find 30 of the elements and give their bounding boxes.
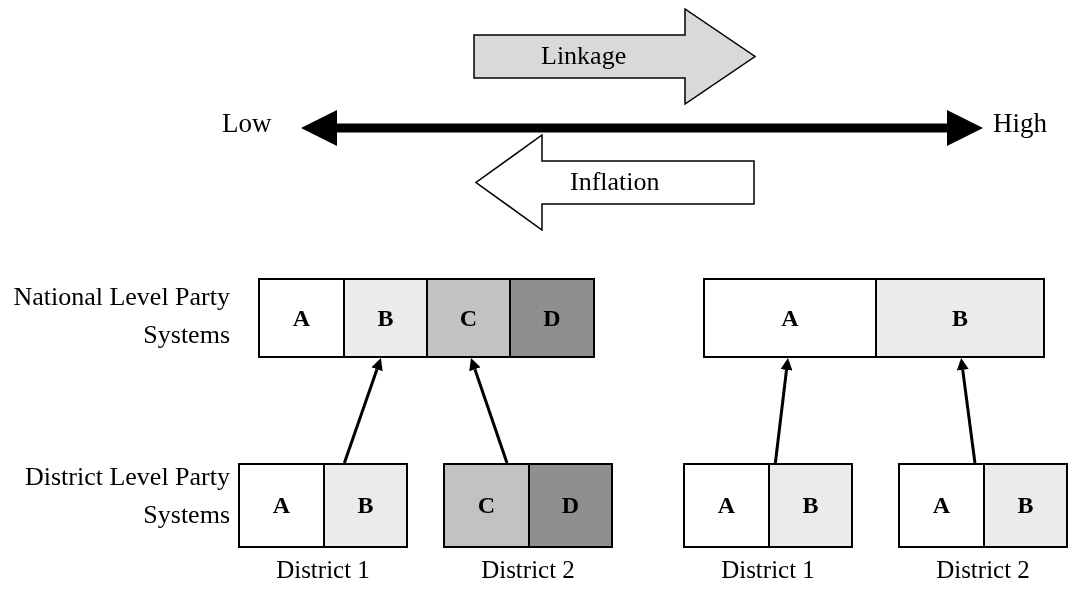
party-cell: B [343, 280, 426, 356]
arrow-label: Inflation [570, 166, 660, 197]
arrow-label: Linkage [541, 40, 627, 71]
party-system-box [258, 278, 595, 358]
party-system-box [443, 463, 613, 548]
party-cell: B [983, 465, 1066, 546]
row-label: National Level Party Systems [12, 281, 230, 351]
party-cell: C [426, 280, 509, 356]
party-cell: B [323, 465, 406, 546]
arrow [469, 358, 509, 464]
scale-end-label: Low [222, 108, 272, 139]
double-arrow [301, 110, 983, 146]
district-caption: District 2 [935, 556, 1031, 584]
arrow [956, 358, 977, 464]
district-caption: District 1 [720, 556, 816, 584]
party-cell: D [528, 465, 611, 546]
party-cell: B [875, 280, 1043, 356]
district-caption: District 2 [480, 556, 576, 584]
party-system-box [898, 463, 1068, 548]
party-cell: C [445, 465, 528, 546]
party-system-box [683, 463, 853, 548]
party-cell: D [509, 280, 593, 356]
party-cell: B [768, 465, 851, 546]
district-caption: District 1 [275, 556, 371, 584]
row-label: District Level Party Systems [23, 461, 230, 531]
party-system-box [238, 463, 408, 548]
arrow [773, 358, 793, 464]
party-system-box [703, 278, 1045, 358]
arrow [342, 358, 383, 464]
scale-end-label: High [993, 108, 1047, 139]
